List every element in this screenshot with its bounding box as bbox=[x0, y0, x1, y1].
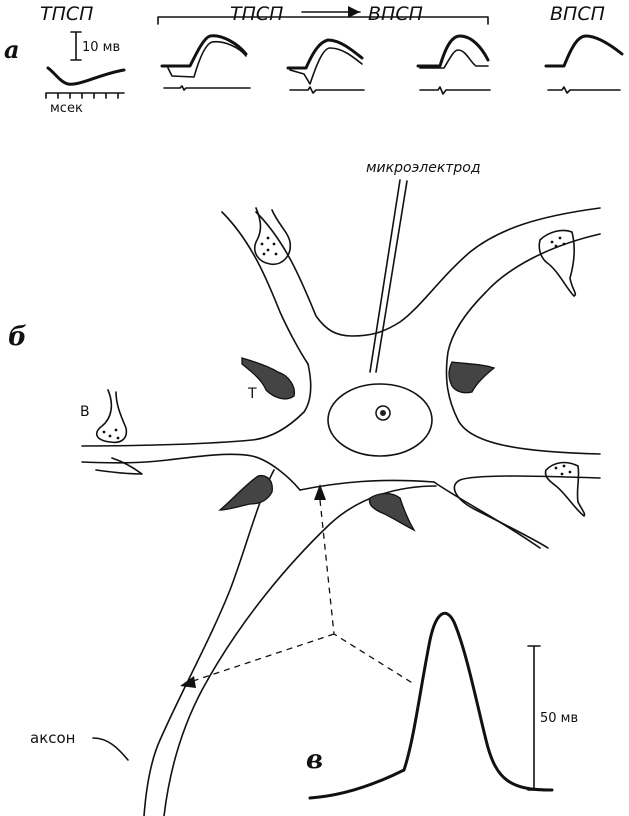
label-ipsp: ТПСП bbox=[40, 3, 93, 25]
projection-arrow-axon bbox=[180, 676, 196, 688]
inhibitory-synapse-label: Т bbox=[247, 386, 257, 402]
transition-trace-1 bbox=[160, 34, 251, 91]
inhibitory-synapse-bottom bbox=[368, 492, 416, 532]
projection-arrow-up bbox=[314, 484, 326, 500]
panel-a: а ТПСП ТПСП ВПСП ВПСП 10 мв мсек bbox=[4, 3, 624, 116]
microelectrode-shaft-right bbox=[375, 180, 408, 373]
action-potential-scale-label: 50 мв bbox=[540, 711, 578, 726]
excitatory-synapse-left bbox=[95, 389, 128, 444]
excitatory-synapse-top-right bbox=[538, 229, 577, 297]
neuron-cell-body bbox=[81, 207, 601, 549]
time-scale-bar bbox=[45, 92, 125, 99]
epsp-trace bbox=[544, 34, 624, 94]
voltage-scale-label: 10 мв bbox=[82, 40, 120, 55]
transition-trace-2 bbox=[286, 38, 365, 94]
inhibitory-synapse-right bbox=[448, 361, 496, 394]
panel-b: б микроэлектрод bbox=[8, 160, 601, 816]
cell-nucleus bbox=[327, 383, 433, 457]
panel-a-letter: а bbox=[4, 35, 20, 64]
axon-label-pointer bbox=[92, 737, 129, 761]
voltage-scale-bar bbox=[70, 31, 82, 61]
panel-v-letter: в bbox=[306, 745, 323, 775]
excitatory-synapse-right bbox=[544, 461, 586, 517]
axon-edge-right bbox=[163, 485, 437, 816]
projection-dashed-upper bbox=[319, 499, 415, 685]
excitatory-synapse-top bbox=[254, 207, 292, 266]
excitatory-synapse-label: В bbox=[80, 404, 90, 420]
action-potential-scale-bar bbox=[527, 645, 541, 791]
nucleolus-core bbox=[380, 410, 386, 416]
ipsp-trace bbox=[46, 66, 126, 86]
label-epsp: ВПСП bbox=[550, 3, 605, 25]
panel-b-letter: б bbox=[8, 322, 27, 352]
axon-label: аксон bbox=[30, 729, 75, 747]
inhibitory-synapse-t bbox=[241, 357, 296, 400]
microelectrode-label: микроэлектрод bbox=[366, 160, 481, 176]
projection-dashed-axon bbox=[189, 633, 335, 683]
transition-arrow-head bbox=[348, 6, 360, 18]
panel-v: в 50 мв bbox=[306, 611, 578, 800]
transition-bracket bbox=[157, 16, 489, 25]
time-scale-label: мсек bbox=[50, 101, 83, 116]
transition-trace-3 bbox=[416, 34, 491, 95]
label-transition-right: ВПСП bbox=[368, 3, 423, 25]
inhibitory-synapse-lower-left bbox=[218, 474, 273, 511]
action-potential-trace bbox=[308, 611, 554, 800]
axon-edge-left bbox=[143, 469, 275, 816]
microelectrode-shaft-left bbox=[369, 179, 401, 373]
label-transition-left: ТПСП bbox=[230, 3, 283, 25]
